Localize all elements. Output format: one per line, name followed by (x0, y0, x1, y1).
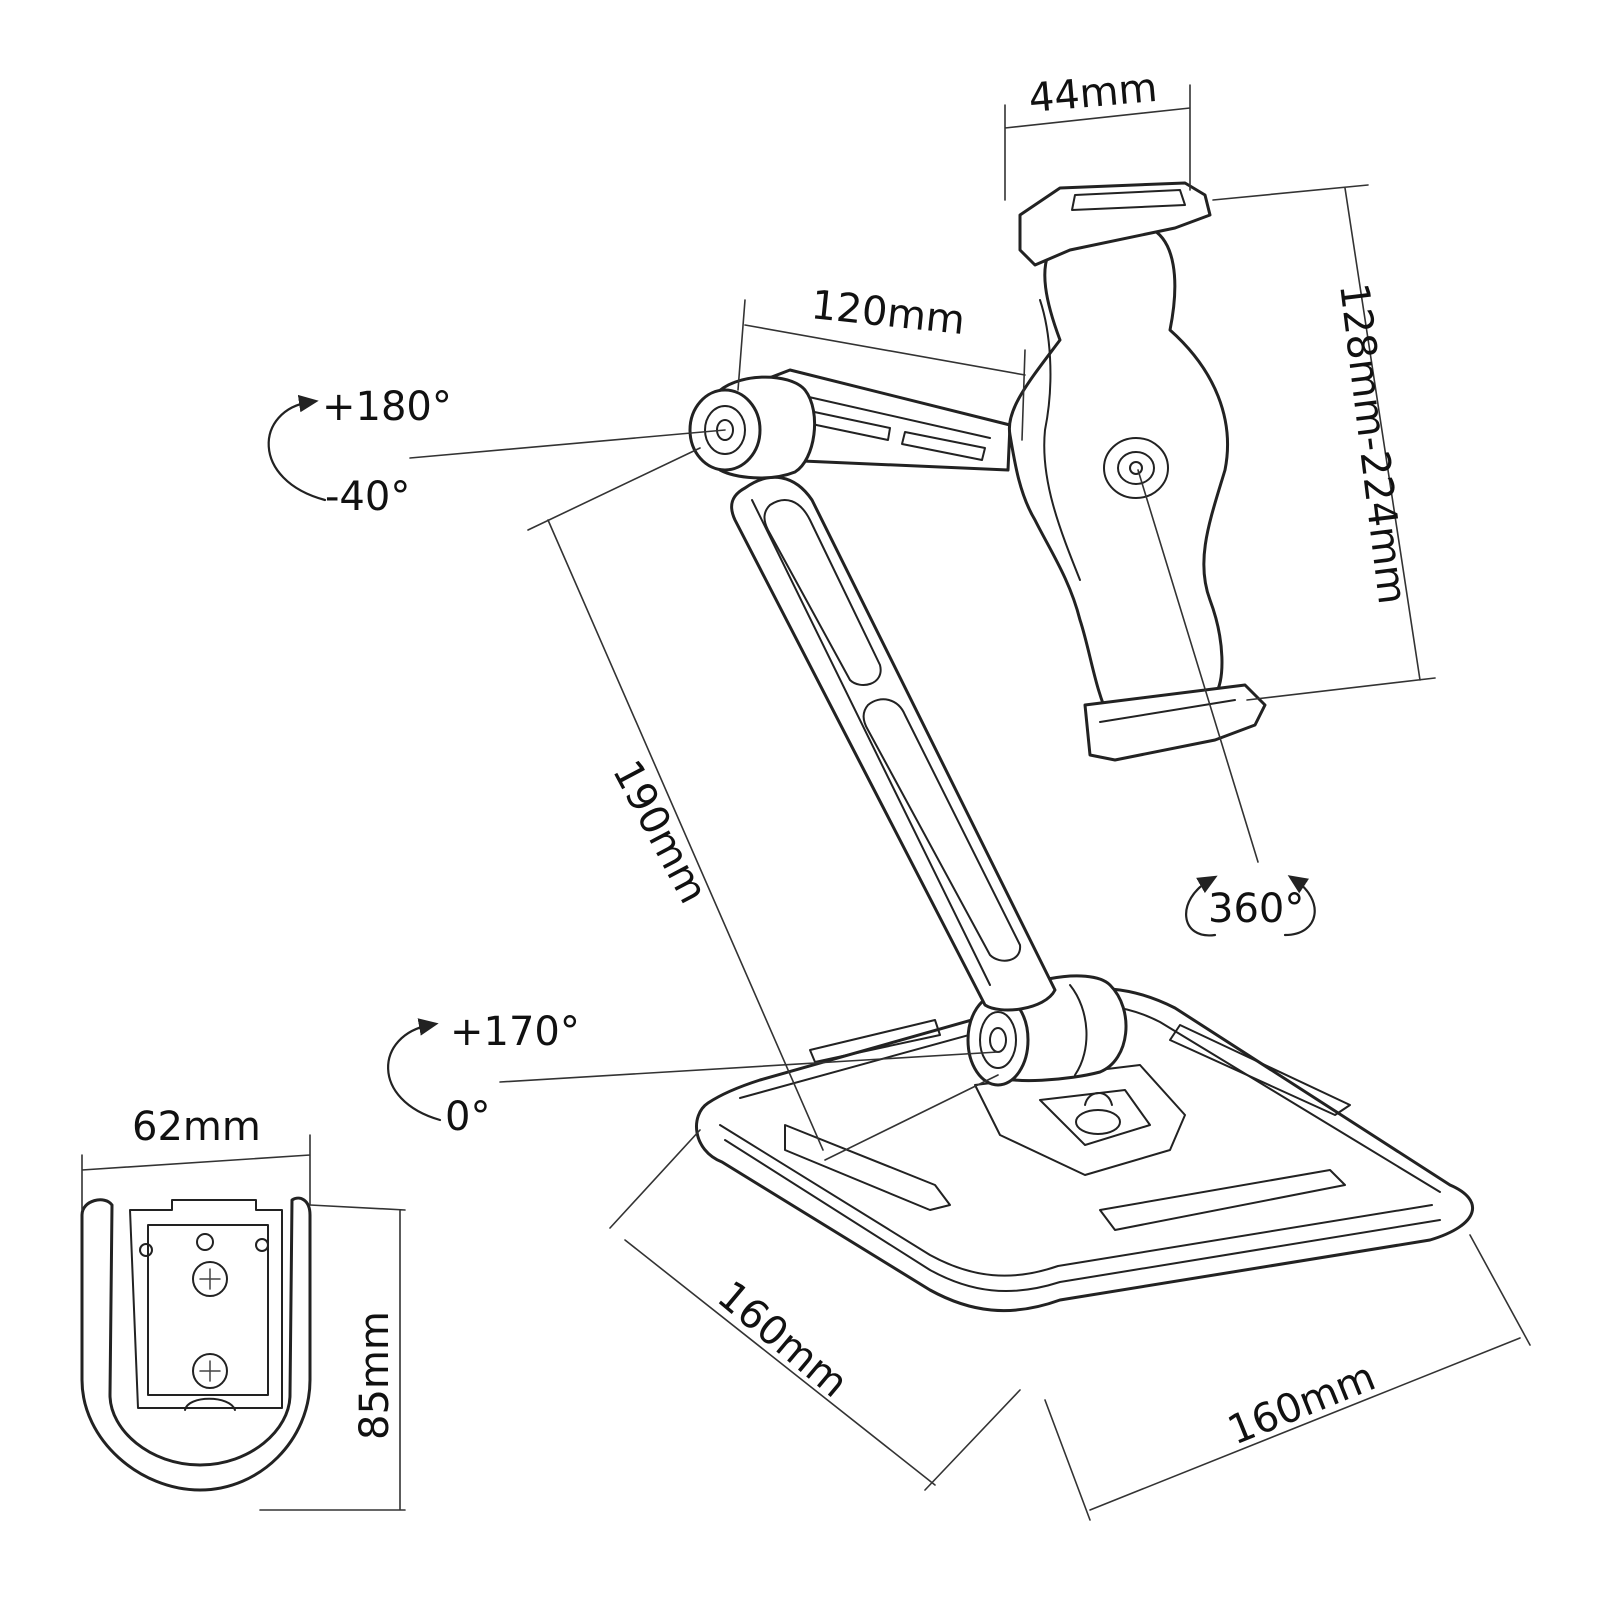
top-rotation-minus-label: -40° (325, 474, 410, 520)
holder-width-label: 44mm (1027, 65, 1159, 122)
bottom-rotation-arrow-icon (387, 1018, 442, 1122)
holder-rotation-left-arrow-icon (1185, 875, 1218, 937)
bottom-rotation-plus-label: +170° (450, 1009, 580, 1055)
holder-range-label: 128mm-224mm (1330, 281, 1415, 607)
rotation-arrows (267, 394, 1316, 1122)
top-rotation-arrow-icon (267, 394, 327, 502)
top-hinge (688, 375, 817, 480)
clip-width-label: 62mm (132, 1104, 261, 1150)
lower-arm (730, 475, 1057, 1012)
upper-arm-label: 120mm (809, 282, 967, 344)
tablet-holder (1007, 181, 1267, 762)
base-depth-label: 160mm (709, 1272, 857, 1406)
holder-rotation-label: 360° (1208, 886, 1304, 932)
dimension-lines (81, 84, 1531, 1521)
holder-rotation-right-arrow-icon (1283, 875, 1316, 937)
top-rotation-plus-label: +180° (322, 384, 452, 430)
bottom-rotation-zero-label: 0° (445, 1094, 490, 1140)
clip-height-label: 85mm (352, 1311, 398, 1440)
wall-clip (80, 1196, 312, 1492)
base-width-label: 160mm (1222, 1354, 1382, 1454)
